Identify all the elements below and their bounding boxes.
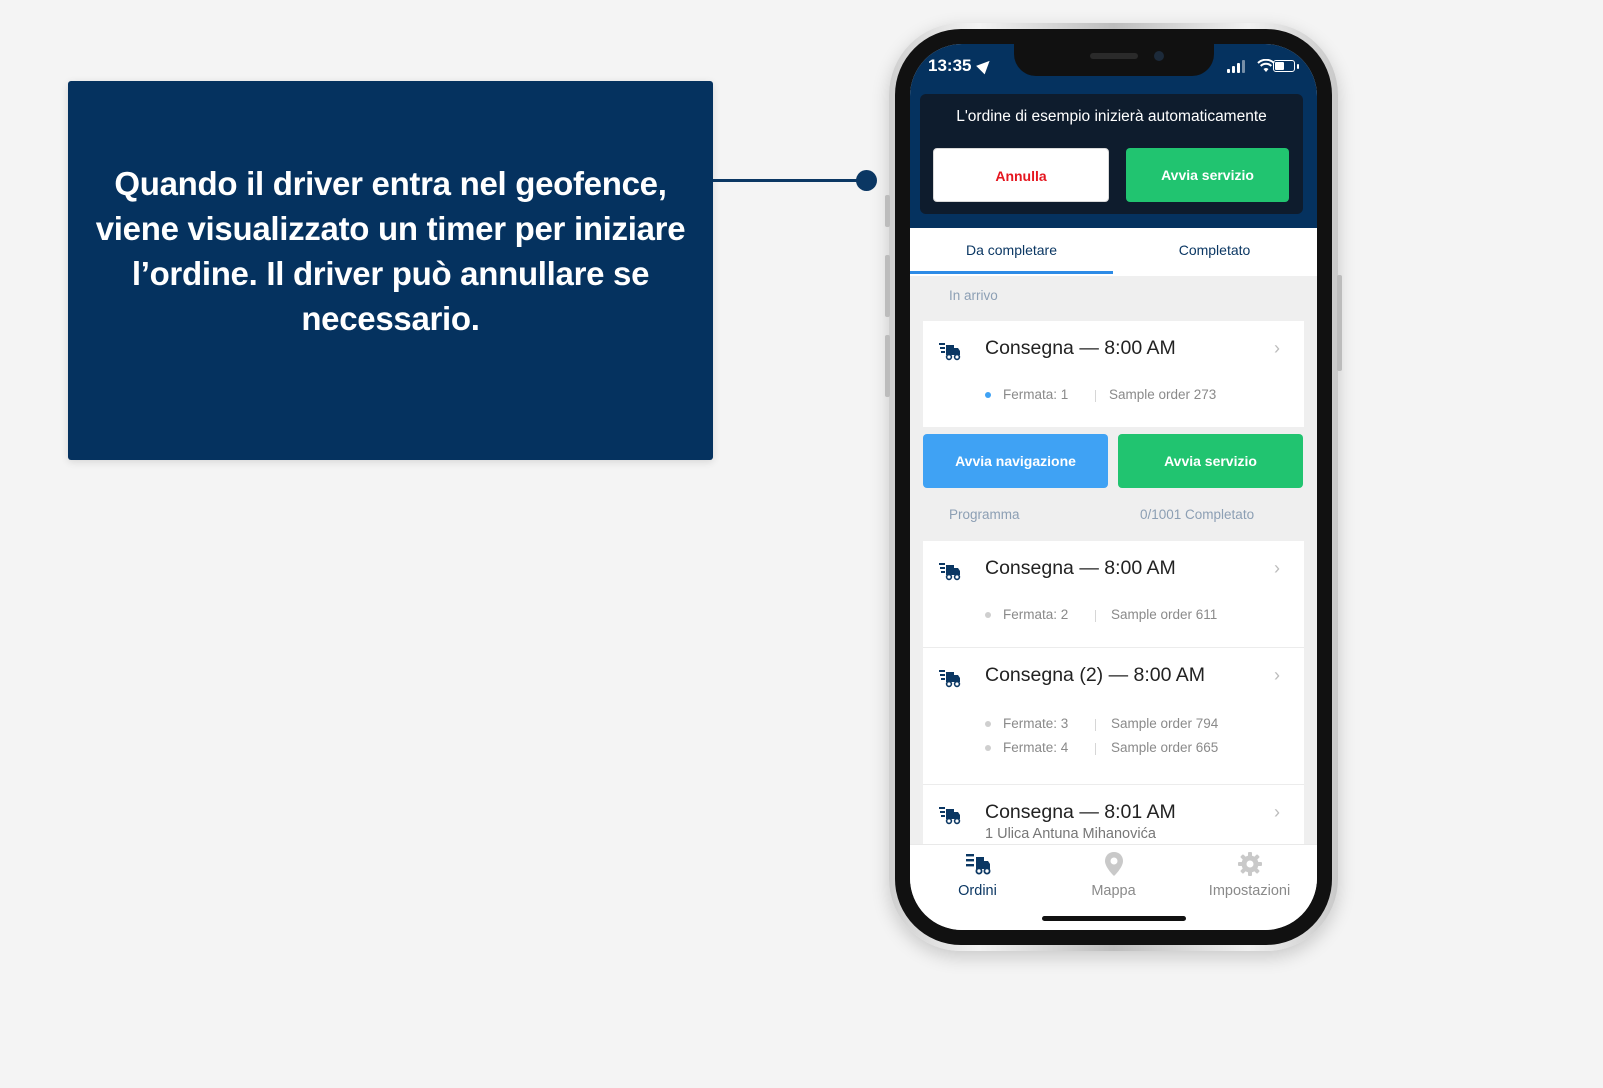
meta-separator	[1095, 719, 1096, 731]
front-camera	[1154, 51, 1164, 61]
phone-power-button	[1337, 275, 1342, 371]
order-title: Consegna — 8:01 AM	[985, 801, 1176, 823]
gear-icon	[1238, 852, 1262, 876]
status-bar: 13:35	[910, 44, 1317, 94]
delivery-truck-icon	[939, 563, 961, 581]
sample-order-label: Sample order 665	[1111, 740, 1219, 755]
delivery-truck-icon	[939, 670, 961, 688]
bottom-navigation: Ordini Mappa	[910, 844, 1317, 930]
incoming-order-card[interactable]: Consegna — 8:00 AM › Fermata: 1 Sample o…	[923, 321, 1304, 427]
start-service-button[interactable]: Avvia servizio	[1118, 434, 1303, 488]
start-navigation-button[interactable]: Avvia navigazione	[923, 434, 1108, 488]
phone-volume-up	[885, 255, 890, 317]
battery-tip	[1297, 64, 1299, 69]
stop-status-dot	[985, 745, 991, 751]
delivery-truck-icon	[939, 343, 961, 361]
chevron-right-icon: ›	[1274, 665, 1280, 685]
status-time: 13:35	[928, 56, 972, 75]
stop-number: Fermate: 4	[1003, 740, 1069, 755]
chevron-right-icon: ›	[1274, 558, 1280, 578]
battery-icon	[1273, 60, 1295, 72]
banner-message: L'ordine di esempio inizierà automaticam…	[956, 108, 1267, 125]
sample-order-label: Sample order 273	[1109, 387, 1217, 402]
nav-label-map: Mappa	[1091, 883, 1136, 899]
order-tabs: Da completare Completato	[910, 228, 1317, 276]
nav-item-settings[interactable]: Impostazioni	[1182, 845, 1317, 915]
incoming-section-label: In arrivo	[949, 288, 998, 303]
tab-active-indicator	[910, 271, 1113, 274]
meta-separator	[1095, 743, 1096, 755]
order-address: 1 Ulica Antuna Mihanovića	[985, 826, 1156, 842]
callout-connector-dot	[856, 170, 877, 191]
home-indicator[interactable]	[1042, 916, 1186, 921]
sample-order-label: Sample order 611	[1111, 607, 1218, 622]
auto-start-banner: L'ordine di esempio inizierà automaticam…	[920, 94, 1303, 214]
callout-box: Quando il driver entra nel geofence, vie…	[68, 81, 713, 460]
banner-start-service-button[interactable]: Avvia servizio	[1126, 148, 1289, 202]
meta-separator	[1095, 390, 1096, 402]
callout-connector-line	[713, 179, 867, 182]
meta-separator	[1095, 610, 1096, 622]
sample-order-label: Sample order 794	[1111, 716, 1219, 731]
phone-volume-down	[885, 335, 890, 397]
nav-label-orders: Ordini	[958, 883, 997, 899]
stop-number: Fermate: 3	[1003, 716, 1069, 731]
schedule-order-card[interactable]: Consegna (2) — 8:00 AM › Fermate: 3 Samp…	[923, 648, 1304, 784]
stop-number: Fermata: 1	[1003, 387, 1069, 402]
order-title: Consegna (2) — 8:00 AM	[985, 664, 1206, 686]
orders-truck-icon	[966, 854, 991, 875]
stop-status-dot	[985, 392, 991, 398]
stop-status-dot	[985, 721, 991, 727]
order-title: Consegna — 8:00 AM	[985, 337, 1176, 359]
speaker	[1090, 53, 1138, 59]
schedule-section-label: Programma	[949, 507, 1020, 522]
nav-item-map[interactable]: Mappa	[1046, 845, 1181, 915]
schedule-order-card[interactable]: Consegna — 8:01 AM › 1 Ulica Antuna Miha…	[923, 785, 1304, 845]
nav-item-orders[interactable]: Ordini	[910, 845, 1045, 915]
location-arrow-icon	[976, 56, 994, 75]
chevron-right-icon: ›	[1274, 802, 1280, 822]
phone-mockup: 13:35 L'ordine di esempio	[885, 23, 1342, 951]
schedule-progress: 0/1001 Completato	[1140, 507, 1255, 522]
map-pin-icon	[1105, 852, 1123, 876]
tab-to-complete[interactable]: Da completare	[965, 242, 1058, 258]
status-icons	[1227, 59, 1299, 73]
chevron-right-icon: ›	[1274, 338, 1280, 358]
stop-status-dot	[985, 612, 991, 618]
callout-text: Quando il driver entra nel geofence, vie…	[95, 165, 686, 337]
tab-completed[interactable]: Completato	[1178, 242, 1251, 258]
list-divider	[923, 784, 1304, 785]
phone-silent-switch	[885, 195, 890, 227]
wifi-icon	[1257, 59, 1275, 72]
nav-label-settings: Impostazioni	[1208, 883, 1291, 899]
stop-number: Fermata: 2	[1003, 607, 1069, 622]
schedule-order-card[interactable]: Consegna — 8:00 AM › Fermata: 2 Sample o…	[923, 541, 1304, 647]
cancel-button[interactable]: Annulla	[933, 148, 1109, 202]
notch	[1014, 44, 1214, 76]
order-title: Consegna — 8:00 AM	[985, 557, 1176, 579]
phone-screen: 13:35 L'ordine di esempio	[910, 44, 1317, 930]
delivery-truck-icon	[939, 807, 961, 825]
list-divider	[923, 647, 1304, 648]
